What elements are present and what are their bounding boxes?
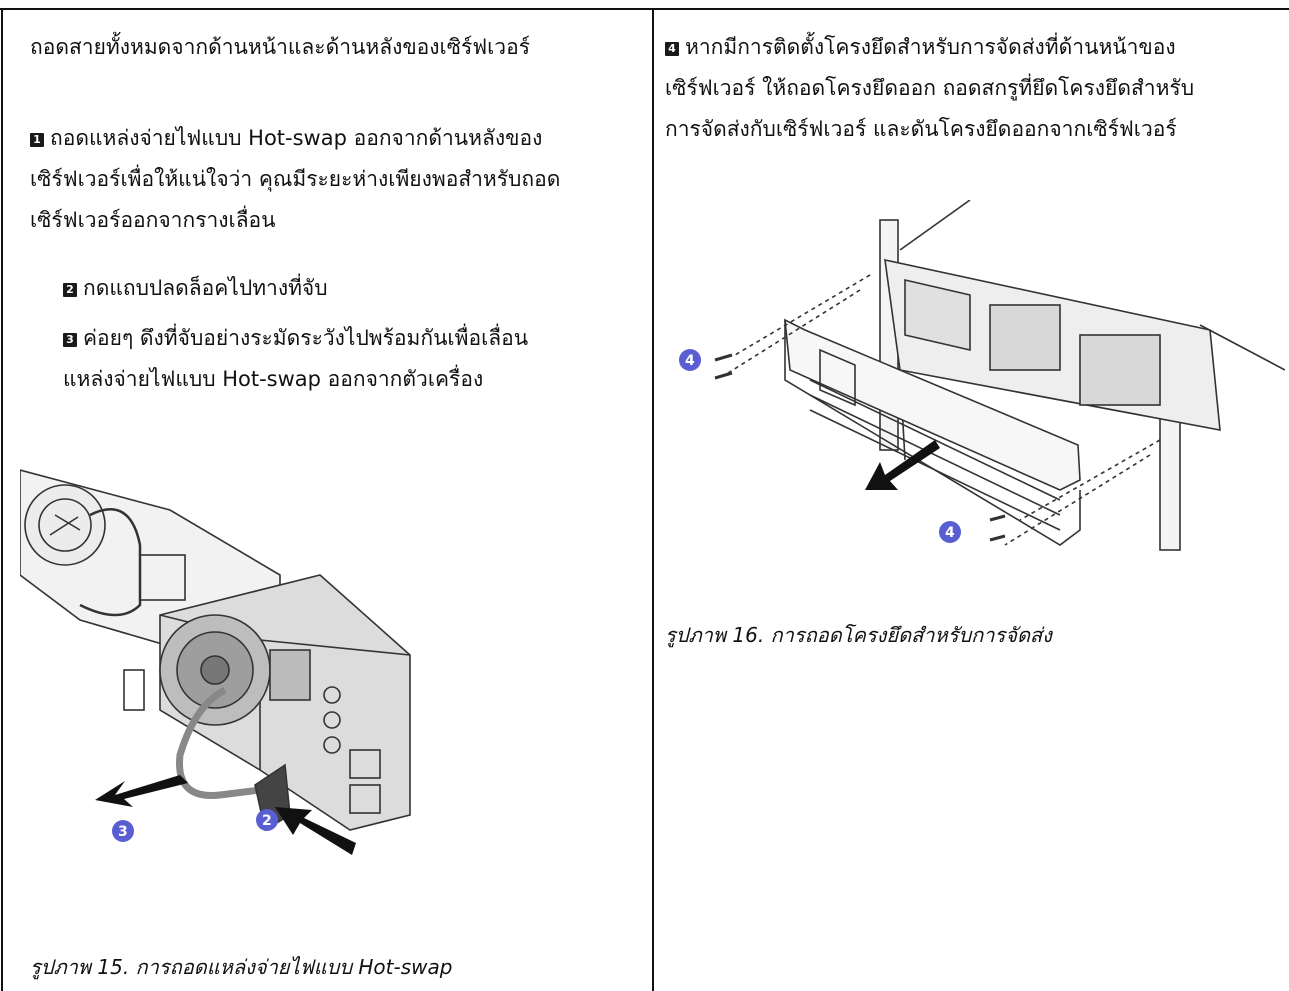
table-left-border xyxy=(1,8,3,991)
step-number-badge: 3 xyxy=(63,333,77,347)
step-number-badge: 1 xyxy=(30,133,44,147)
table-column-divider xyxy=(652,8,654,991)
callout-3: 3 xyxy=(118,824,128,840)
figure-15-caption: รูปภาพ 15. การถอดแหล่งจ่ายไฟแบบ Hot-swap xyxy=(30,955,453,979)
step-3-line-2: แหล่งจ่ายไฟแบบ Hot-swap ออกจากตัวเครื่อง xyxy=(63,367,484,391)
step-4: 4 หากมีการติดตั้งโครงยึดสำหรับการจัดส่งที… xyxy=(665,27,1280,150)
step-3: 3 ค่อยๆ ดึงที่จับอย่างระมัดระวังไปพร้อมกั… xyxy=(63,318,648,400)
callout-2: 2 xyxy=(262,813,272,829)
step-4-line-2: เซิร์ฟเวอร์ ให้ถอดโครงยึดออก ถอดสกรูที่ย… xyxy=(665,76,1195,100)
step-4-line-1: หากมีการติดตั้งโครงยึดสำหรับการจัดส่งที่… xyxy=(685,35,1176,59)
intro-text: ถอดสายทั้งหมดจากด้านหน้าและด้านหลังของเซ… xyxy=(30,35,530,59)
step-1-line-3: เซิร์ฟเวอร์ออกจากรางเลื่อน xyxy=(30,208,276,232)
callout-4-right: 4 xyxy=(945,525,955,541)
step-2: 2 กดแถบปลดล็อคไปทางที่จับ xyxy=(63,268,328,309)
step-1-line-1: ถอดแหล่งจ่ายไฟแบบ Hot-swap ออกจากด้านหลั… xyxy=(50,126,543,150)
step-number-badge: 4 xyxy=(665,42,679,56)
step-number-badge: 2 xyxy=(63,283,77,297)
step-2-text: กดแถบปลดล็อคไปทางที่จับ xyxy=(83,276,328,300)
table-top-border xyxy=(0,8,1289,10)
power-supply-figure: 3 2 xyxy=(20,469,411,855)
figure-16-caption: รูปภาพ 16. การถอดโครงยึดสำหรับการจัดส่ง xyxy=(665,623,1052,647)
step-1: 1 ถอดแหล่งจ่ายไฟแบบ Hot-swap ออกจากด้านหล… xyxy=(30,118,640,241)
step-3-line-1: ค่อยๆ ดึงที่จับอย่างระมัดระวังไปพร้อมกัน… xyxy=(83,326,529,350)
callout-4-left: 4 xyxy=(685,353,695,369)
step-1-line-2: เซิร์ฟเวอร์เพื่อให้แน่ใจว่า คุณมีระยะห่า… xyxy=(30,167,561,191)
step-4-line-3: การจัดส่งกับเซิร์ฟเวอร์ และดันโครงยึดออก… xyxy=(665,117,1177,141)
shipping-bracket-figure: 4 4 xyxy=(679,200,1285,551)
